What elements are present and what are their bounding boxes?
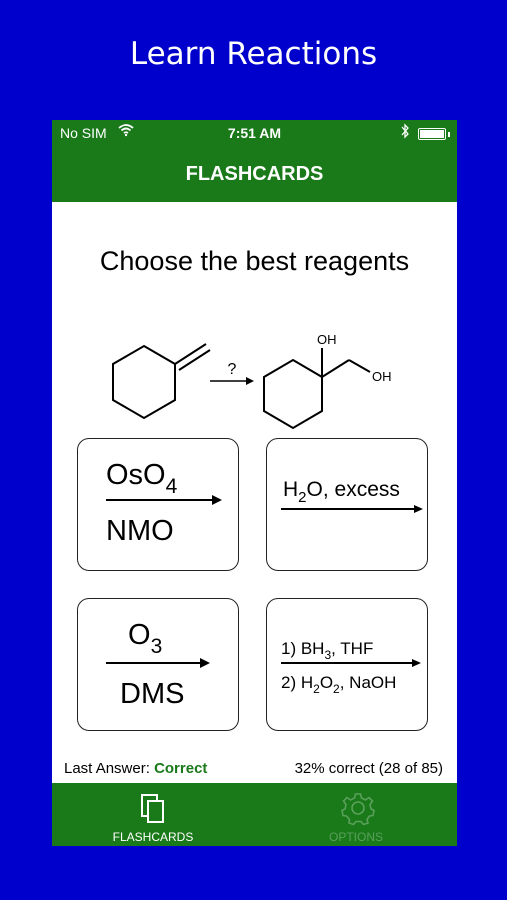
- status-bar: No SIM 7:51 AM: [52, 120, 457, 146]
- reaction-scheme: ? OH OH: [112, 332, 392, 430]
- tab-options-label: OPTIONS: [328, 830, 383, 844]
- last-answer-label: Last Answer:: [64, 760, 150, 777]
- last-answer-value: Correct: [154, 760, 208, 777]
- option3-reductant: DMS: [120, 678, 184, 710]
- cards-icon: [138, 791, 168, 832]
- hydroxyl-side-label: OH: [372, 369, 392, 384]
- svg-text:O3: O3: [128, 619, 162, 658]
- option1-reagent: OsO: [106, 459, 166, 491]
- answer-option-osmium[interactable]: OsO4 NMO: [77, 438, 239, 571]
- carrier-label: No SIM: [60, 125, 107, 141]
- answer-option-water[interactable]: H2O, excess: [266, 438, 428, 571]
- answer-option-ozone[interactable]: O3 DMS: [77, 598, 239, 731]
- question-prompt: Choose the best reagents: [99, 246, 410, 276]
- option4-step2: 2) H2O2, NaOH: [281, 673, 396, 696]
- option2-reagent: H2O, excess: [283, 478, 400, 506]
- tab-flashcards[interactable]: FLASHCARDS: [52, 783, 254, 846]
- battery-icon: [418, 128, 450, 140]
- phone-screen: No SIM 7:51 AM FLASHCARDS Choose the bes…: [52, 120, 457, 846]
- answer-option-hydroboration[interactable]: 1) BH3, THF 2) H2O2, NaOH: [266, 598, 428, 731]
- tab-bar: FLASHCARDS OPTIONS: [52, 783, 457, 846]
- svg-text:OsO4: OsO4: [106, 459, 178, 498]
- bluetooth-icon: [400, 123, 410, 142]
- nav-title: FLASHCARDS: [52, 146, 457, 202]
- last-answer: Last Answer: Correct: [64, 760, 207, 777]
- option4-step1: 1) BH3, THF: [281, 639, 373, 662]
- gear-icon: [341, 791, 375, 832]
- wifi-icon: [118, 123, 134, 140]
- clock: 7:51 AM: [227, 125, 282, 141]
- option1-cooxidant: NMO: [106, 515, 174, 547]
- tab-options[interactable]: OPTIONS: [255, 783, 457, 846]
- tab-flashcards-label: FLASHCARDS: [112, 830, 194, 844]
- promo-headline: Learn Reactions: [129, 36, 378, 72]
- option3-reagent: O: [128, 619, 151, 651]
- hydroxyl-top-label: OH: [317, 332, 337, 347]
- arrow-question-mark: ?: [228, 361, 237, 378]
- score-summary: 32% correct (28 of 85): [294, 760, 443, 777]
